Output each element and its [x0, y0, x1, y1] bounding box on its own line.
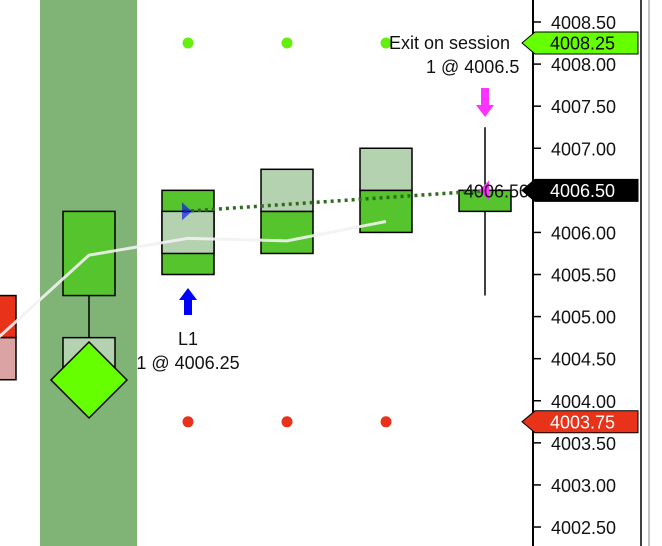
entry-label: L1	[178, 329, 198, 349]
axis-tick-label: 4005.50	[551, 266, 616, 286]
average-line	[0, 220, 387, 339]
lower-dot	[380, 416, 392, 428]
price-tag-label: 4006.50	[550, 181, 615, 201]
price-tag-label: 4003.75	[550, 412, 615, 432]
exit-label-group: Exit on session 1 @ 4006.5	[389, 33, 519, 77]
exit-triangle-icon	[479, 180, 489, 201]
axis-tick-label: 4004.50	[551, 350, 616, 370]
axis-tick-label: 4004.00	[551, 392, 616, 412]
entry-arrow-icon	[179, 288, 197, 315]
upper-dot	[281, 37, 293, 49]
axis-tick-label: 4003.50	[551, 434, 616, 454]
upper-dot	[182, 37, 194, 49]
lower-dot	[182, 416, 194, 428]
axis-tick-label: 4003.00	[551, 476, 616, 496]
price-tag-label: 4008.25	[550, 34, 615, 54]
price-tags: 4008.25 4006.50 4003.75	[521, 31, 639, 434]
axis-tick-label: 4002.50	[551, 518, 616, 538]
axis-tick-label: 4005.00	[551, 308, 616, 328]
price-tag	[521, 31, 639, 55]
exit-arrow-icon	[476, 88, 494, 117]
price-tag	[521, 410, 639, 434]
price-axis[interactable]: 4008.50 4008.00 4007.50 4007.00 4006.50 4006.…	[464, 0, 662, 546]
candle-body	[260, 210, 314, 255]
entry-detail: 1 @ 4006.25	[136, 353, 239, 373]
candle-body	[0, 294, 17, 339]
position-line	[183, 188, 491, 214]
price-tag	[521, 178, 639, 202]
exit-label: Exit on session	[389, 33, 510, 53]
axis-tick-label: 4007.00	[551, 139, 616, 159]
diamond-marker	[49, 340, 129, 420]
axis-tick-label: 4006.50	[464, 181, 529, 201]
axis-tick-label: 4006.00	[551, 223, 616, 243]
lower-dot	[281, 416, 293, 428]
axis-tick-label: 4008.00	[551, 55, 616, 75]
exit-detail: 1 @ 4006.5	[426, 57, 519, 77]
candle-ghost	[0, 336, 17, 381]
axis-tick-label: 4008.50	[551, 13, 616, 33]
candle-ghost	[161, 210, 215, 255]
plot-area: L1 1 @ 4006.25 Exit on session 1 @ 4006.5	[0, 0, 519, 546]
candle-ghost	[359, 147, 413, 192]
upper-dot	[380, 37, 392, 49]
entry-triangle-icon	[182, 202, 192, 221]
axis-tick-label: 4007.50	[551, 97, 616, 117]
